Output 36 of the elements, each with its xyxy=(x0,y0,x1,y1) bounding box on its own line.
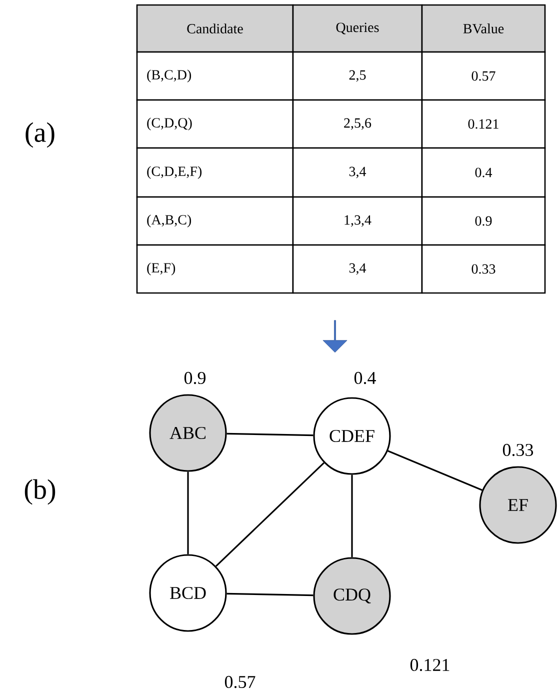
edge-line xyxy=(388,450,482,491)
edge-line xyxy=(226,432,314,436)
node-value: 0.33 xyxy=(502,444,534,456)
table-cell: (B,C,D) xyxy=(136,51,294,101)
table-cell: 3,4 xyxy=(292,147,423,198)
node-value: 0.9 xyxy=(184,372,206,384)
table-cell: Candidate xyxy=(136,4,294,53)
table-cell: 2,5 xyxy=(292,51,423,101)
node-value: 0.121 xyxy=(410,658,450,672)
node-value: 0.4 xyxy=(354,372,376,384)
edge-line xyxy=(215,462,325,567)
table-cell: 0.57 xyxy=(421,51,546,101)
table-cell: 0.121 xyxy=(421,99,546,149)
table-cell: Queries xyxy=(292,4,423,53)
edge-line xyxy=(187,472,189,554)
table-cell: (C,D,E,F) xyxy=(136,147,294,198)
table-cell: BValue xyxy=(421,4,546,53)
graph-node: BCD xyxy=(149,554,227,632)
edge-line xyxy=(351,474,353,558)
graph-node: CDEF xyxy=(313,397,391,475)
table-cell: (C,D,Q) xyxy=(136,99,294,149)
graph-node: EF xyxy=(479,466,557,544)
edge-line xyxy=(226,592,314,596)
table-cell: 0.33 xyxy=(421,244,546,294)
node-value: 0.57 xyxy=(224,676,256,688)
table-cell: 2,5,6 xyxy=(292,99,423,149)
table-cell: 3,4 xyxy=(292,244,423,294)
table-cell: (A,B,C) xyxy=(136,196,294,246)
table-cell: 0.4 xyxy=(421,147,546,198)
panel-label: (b) xyxy=(24,479,56,505)
table-cell: (E,F) xyxy=(136,244,294,294)
table-cell: 0.9 xyxy=(421,196,546,246)
table-cell: 1,3,4 xyxy=(292,196,423,246)
panel-label: (a) xyxy=(26,122,54,148)
graph-node: CDQ xyxy=(313,557,391,635)
graph-node: ABC xyxy=(149,394,227,472)
